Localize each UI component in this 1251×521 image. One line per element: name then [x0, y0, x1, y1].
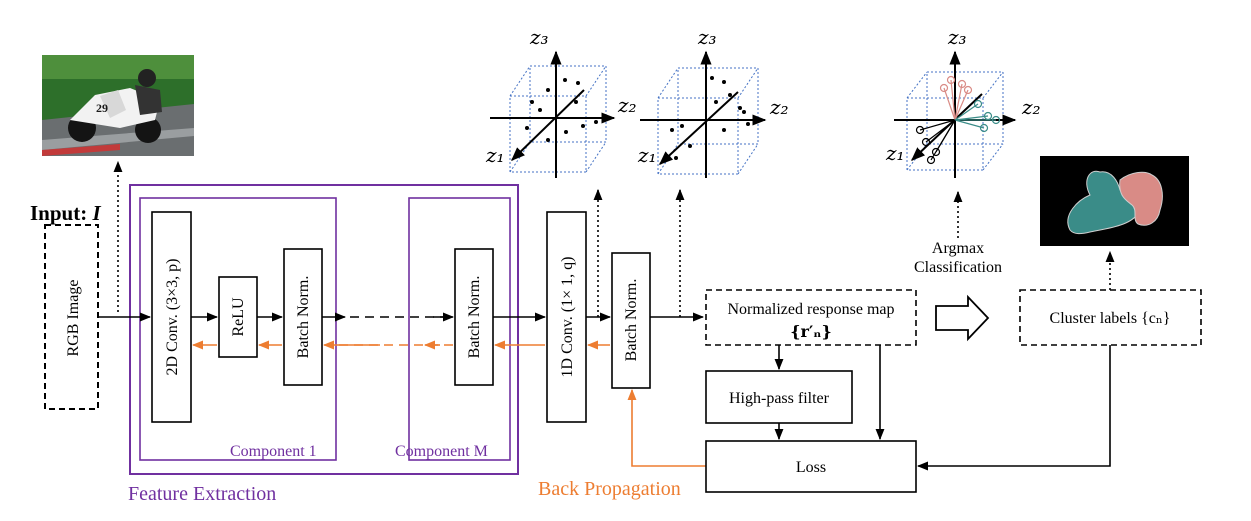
backprop-arrows	[191, 340, 706, 467]
hollow-arrow	[935, 294, 990, 342]
axis-z2: z₂	[617, 93, 637, 117]
scatter-plot-2: z₃ z₂ z₁	[637, 25, 789, 178]
bike-number: 29	[96, 101, 108, 115]
argmax-classification-label: Classification	[914, 259, 1002, 276]
rgb-image-label: RGB Image	[65, 280, 82, 357]
cluster-labels-box	[1019, 289, 1202, 346]
conv1d-block	[546, 211, 587, 423]
conv1d-label: 1D Conv. (1× 1, q)	[559, 257, 576, 378]
cluster-labels-label: Cluster labels {cₙ}	[1050, 310, 1171, 327]
axis-z1: z₁	[885, 141, 905, 165]
input-photo: 29	[42, 55, 194, 156]
scatter-plot-1: z₃ z₂ z₁	[485, 25, 637, 178]
batchnorm-final-block	[611, 252, 651, 389]
loss-label: Loss	[796, 459, 826, 476]
batchnorm-final-label: Batch Norm.	[623, 279, 640, 362]
response-map-box	[705, 289, 917, 346]
loss-box	[705, 440, 917, 493]
axis-z3: z₃	[529, 25, 549, 49]
axis-z3: z₃	[697, 25, 717, 49]
response-map-label: Normalized response map	[727, 301, 894, 318]
segmentation-output	[1040, 156, 1189, 246]
loss-arrows	[774, 345, 1111, 471]
argmax-label: Argmax	[932, 240, 984, 257]
back-propagation-label: Back Propagation	[538, 478, 681, 500]
axis-z1: z₁	[485, 143, 505, 167]
component-m-label: Component M	[395, 443, 488, 460]
feature-extraction-frame	[129, 184, 519, 475]
response-map-symbol: {r′ₙ}	[790, 322, 832, 341]
batchnorm-m-label: Batch Norm.	[466, 276, 483, 359]
rgb-image-box	[44, 224, 99, 410]
component-1-frame	[139, 197, 337, 461]
axis-z2: z₂	[769, 95, 789, 119]
input-label: Input: I	[30, 201, 101, 225]
batchnorm-1-label: Batch Norm.	[295, 276, 312, 359]
axis-z3: z₃	[947, 25, 967, 49]
batchnorm-1-block	[283, 248, 323, 386]
feature-extraction-label: Feature Extraction	[128, 483, 276, 505]
component-1-label: Component 1	[230, 443, 317, 460]
axis-z2: z₂	[1021, 95, 1041, 119]
highpass-filter-label: High-pass filter	[729, 390, 830, 407]
batchnorm-m-block	[454, 248, 494, 386]
conv2d-label: 2D Conv. (3×3, p)	[164, 259, 181, 376]
conv2d-block	[151, 211, 192, 423]
component-m-frame	[408, 197, 511, 461]
relu-label: ReLU	[230, 297, 247, 337]
scatter-plot-3: z₃ z₂ z₁	[885, 25, 1041, 178]
axis-z1: z₁	[637, 143, 657, 167]
highpass-filter-box	[705, 370, 853, 424]
